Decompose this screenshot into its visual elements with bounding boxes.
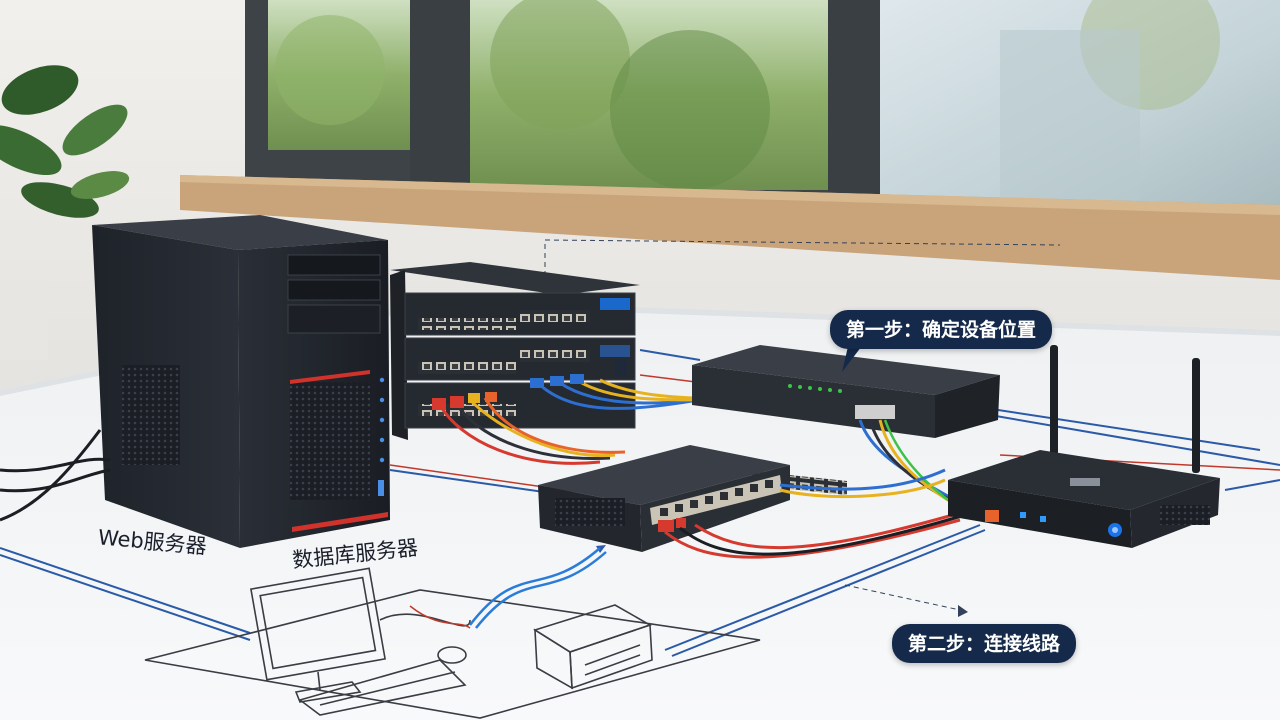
monitor-sketch-icon bbox=[144, 567, 761, 719]
server-box-sketch-icon bbox=[533, 604, 653, 690]
step2-callout: 第二步：连接线路 bbox=[892, 624, 1077, 663]
plant-icon bbox=[0, 65, 130, 360]
router-icon bbox=[948, 345, 1220, 548]
network-switch-icon bbox=[538, 445, 790, 552]
tower-server-icon bbox=[0, 215, 390, 548]
step1-callout: 第一步：确定设备位置 bbox=[830, 310, 1053, 349]
